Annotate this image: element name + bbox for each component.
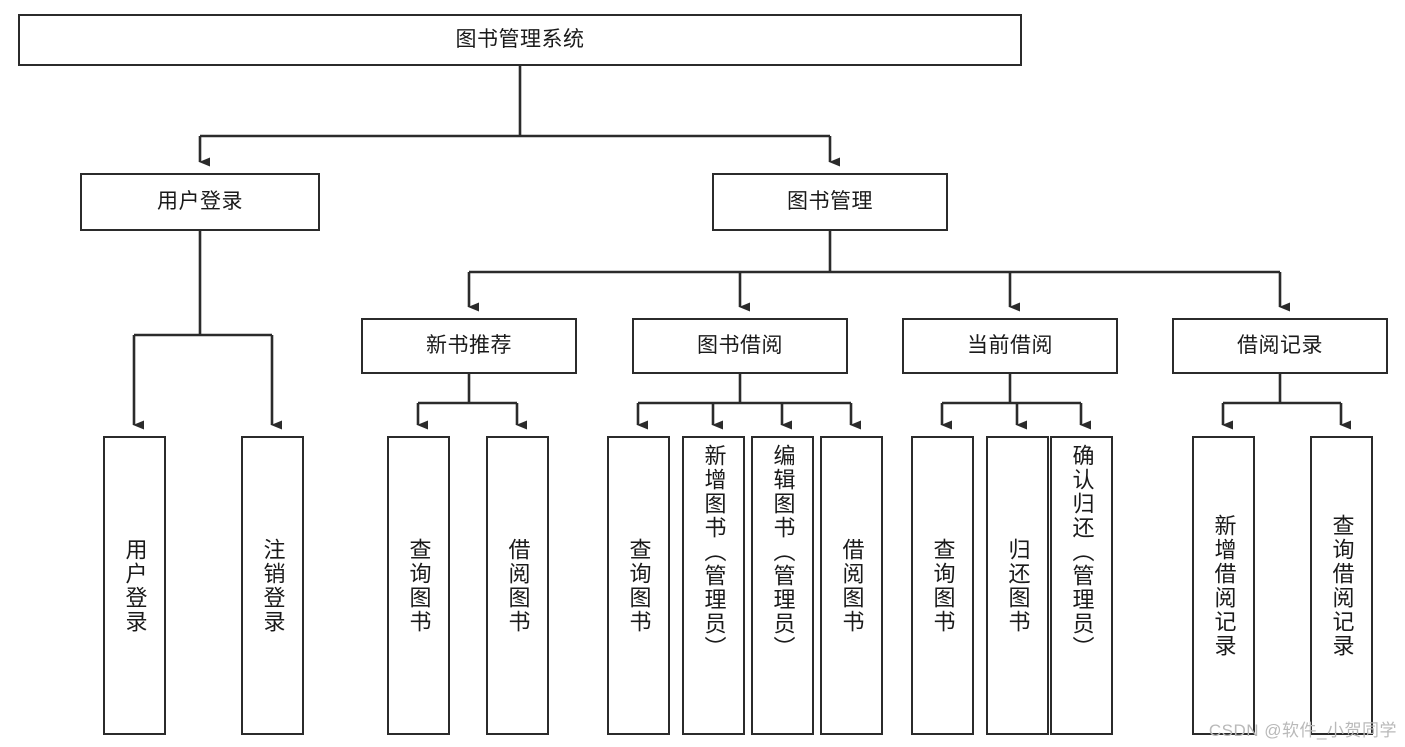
node-new-book-rec[interactable]: 新书推荐 — [361, 318, 577, 374]
node-current-borrow-label: 当前借阅 — [967, 333, 1053, 357]
leaf-borrow-book[interactable]: 借阅图书 — [820, 436, 883, 735]
leaf-confirm-return-admin[interactable]: 确认归还（管理员） — [1050, 436, 1113, 735]
leaf-query-borrow-record-label: 查询借阅记录 — [1329, 513, 1355, 658]
leaf-add-book-admin-label: 新增图书（管理员） — [701, 444, 727, 660]
node-borrow-record-label: 借阅记录 — [1237, 333, 1323, 357]
watermark: CSDN @软件_小贺同学 — [1208, 721, 1397, 740]
leaf-add-borrow-record[interactable]: 新增借阅记录 — [1192, 436, 1255, 735]
leaf-borrow-book-rec-label: 借阅图书 — [505, 537, 531, 634]
leaf-user-logout-label: 注销登录 — [260, 537, 286, 634]
leaf-query-book-rec[interactable]: 查询图书 — [387, 436, 450, 735]
leaf-confirm-return-admin-label: 确认归还（管理员） — [1069, 444, 1095, 660]
node-new-book-rec-label: 新书推荐 — [426, 333, 512, 357]
leaf-user-login[interactable]: 用户登录 — [103, 436, 166, 735]
leaf-add-borrow-record-label: 新增借阅记录 — [1211, 513, 1237, 658]
leaf-query-book-rec-label: 查询图书 — [406, 537, 432, 634]
node-borrow-record[interactable]: 借阅记录 — [1172, 318, 1388, 374]
node-book-manage-label: 图书管理 — [787, 189, 873, 213]
leaf-borrow-book-label: 借阅图书 — [839, 537, 865, 634]
leaf-query-book-current-label: 查询图书 — [930, 537, 956, 634]
node-current-borrow[interactable]: 当前借阅 — [902, 318, 1118, 374]
leaf-return-book[interactable]: 归还图书 — [986, 436, 1049, 735]
leaf-edit-book-admin[interactable]: 编辑图书（管理员） — [751, 436, 814, 735]
leaf-query-book-borrow[interactable]: 查询图书 — [607, 436, 670, 735]
node-root[interactable]: 图书管理系统 — [18, 14, 1022, 66]
node-book-manage[interactable]: 图书管理 — [712, 173, 948, 231]
node-root-label: 图书管理系统 — [455, 27, 585, 51]
node-user-login-label: 用户登录 — [157, 189, 243, 213]
node-book-borrow-label: 图书借阅 — [697, 333, 783, 357]
leaf-borrow-book-rec[interactable]: 借阅图书 — [486, 436, 549, 735]
leaf-query-book-borrow-label: 查询图书 — [626, 537, 652, 634]
node-user-login[interactable]: 用户登录 — [80, 173, 320, 231]
node-book-borrow[interactable]: 图书借阅 — [632, 318, 848, 374]
leaf-edit-book-admin-label: 编辑图书（管理员） — [770, 444, 796, 660]
leaf-add-book-admin[interactable]: 新增图书（管理员） — [682, 436, 745, 735]
leaf-query-borrow-record[interactable]: 查询借阅记录 — [1310, 436, 1373, 735]
leaf-return-book-label: 归还图书 — [1005, 537, 1031, 634]
leaf-user-logout[interactable]: 注销登录 — [241, 436, 304, 735]
leaf-query-book-current[interactable]: 查询图书 — [911, 436, 974, 735]
leaf-user-login-label: 用户登录 — [122, 537, 148, 634]
